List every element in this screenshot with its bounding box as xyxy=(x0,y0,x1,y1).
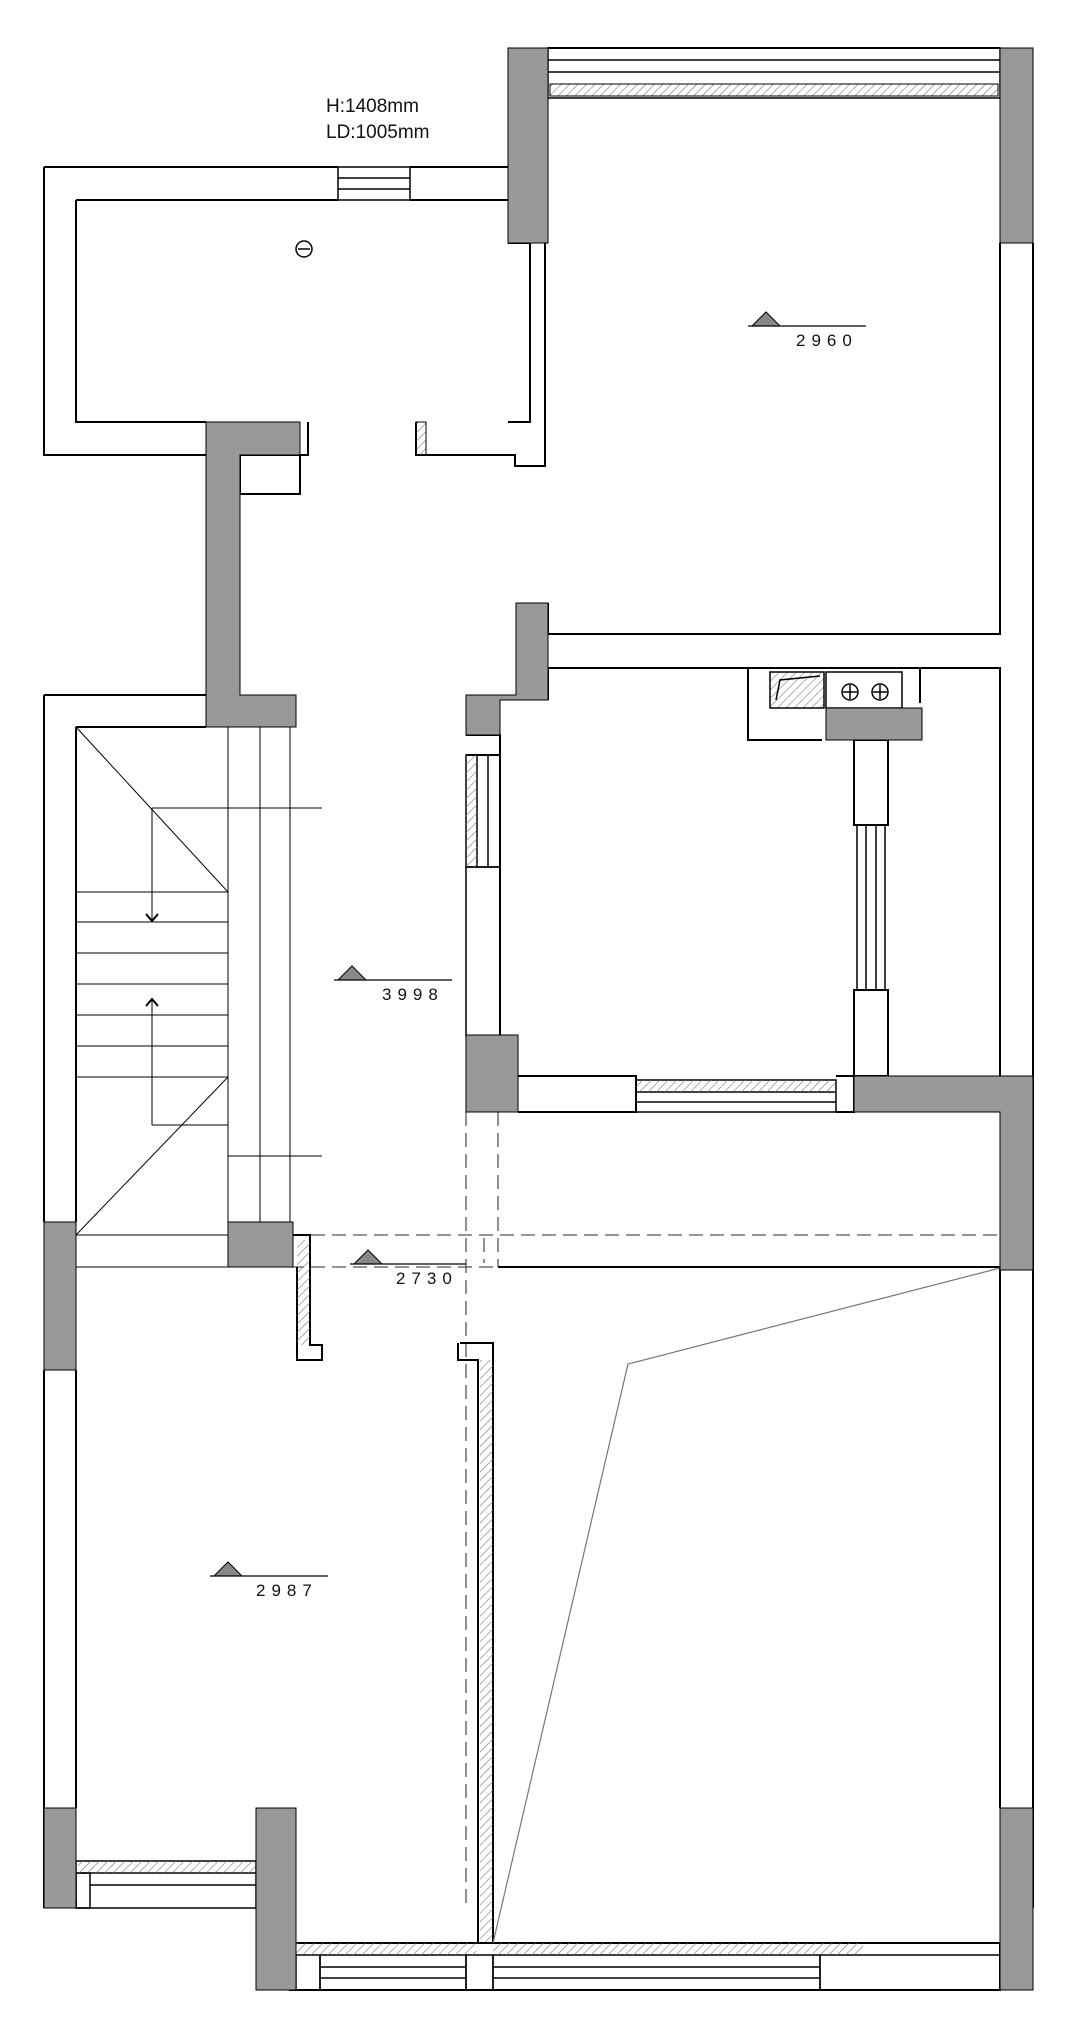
elevation-value-stair-hall: 3998 xyxy=(382,985,444,1004)
stair-arrow-up-icon xyxy=(145,997,159,1007)
elevation-value-bedroom-left: 2987 xyxy=(256,1581,318,1600)
window-sill-note: LD:1005mm xyxy=(326,122,430,143)
left-window-hatch xyxy=(78,1861,256,1873)
bottom-windows xyxy=(295,1954,1001,1991)
elevation-marker-icon xyxy=(212,1561,244,1577)
middle-right-window-vertical xyxy=(465,754,886,1038)
garage-door-swing xyxy=(492,1267,1001,1944)
elevation-value-master-room: 2960 xyxy=(796,331,858,350)
elevation-corridor: 2730 xyxy=(350,1249,466,1288)
elevation-value-corridor: 2730 xyxy=(396,1269,458,1288)
beam-dashed-lines xyxy=(290,1112,1000,1905)
top-left-window xyxy=(337,166,411,201)
elevation-marker-icon xyxy=(750,311,782,327)
bottom-window-hatch-left xyxy=(296,1943,476,1955)
socket-icon xyxy=(841,683,889,701)
lower-left-room xyxy=(293,1234,494,1944)
vertical-window-hatch xyxy=(466,755,477,867)
structural-columns xyxy=(43,47,1034,1991)
window-sill-hatch xyxy=(549,83,999,97)
door-jamb-hatch xyxy=(297,1240,310,1345)
counter xyxy=(769,671,903,709)
partition-hatch xyxy=(480,1360,493,1943)
stair-arrow-down-icon xyxy=(145,913,159,923)
top-right-room-walls xyxy=(547,47,1034,1076)
elevation-stair-hall: 3998 xyxy=(334,965,452,1004)
lower-right-room xyxy=(289,1076,1034,1991)
drain-icon xyxy=(295,240,313,258)
top-left-room-walls xyxy=(43,166,546,467)
elevation-bedroom-left: 2987 xyxy=(210,1561,328,1600)
staircase xyxy=(75,726,322,1268)
bottom-window-hatch-right xyxy=(493,1943,863,1955)
horizontal-window-hatch xyxy=(636,1080,836,1092)
window-height-note: H:1408mm xyxy=(326,96,419,117)
elevation-marker-icon xyxy=(336,965,368,981)
elevation-marker-icon xyxy=(352,1249,384,1265)
elevation-master-room: 2960 xyxy=(748,311,866,350)
